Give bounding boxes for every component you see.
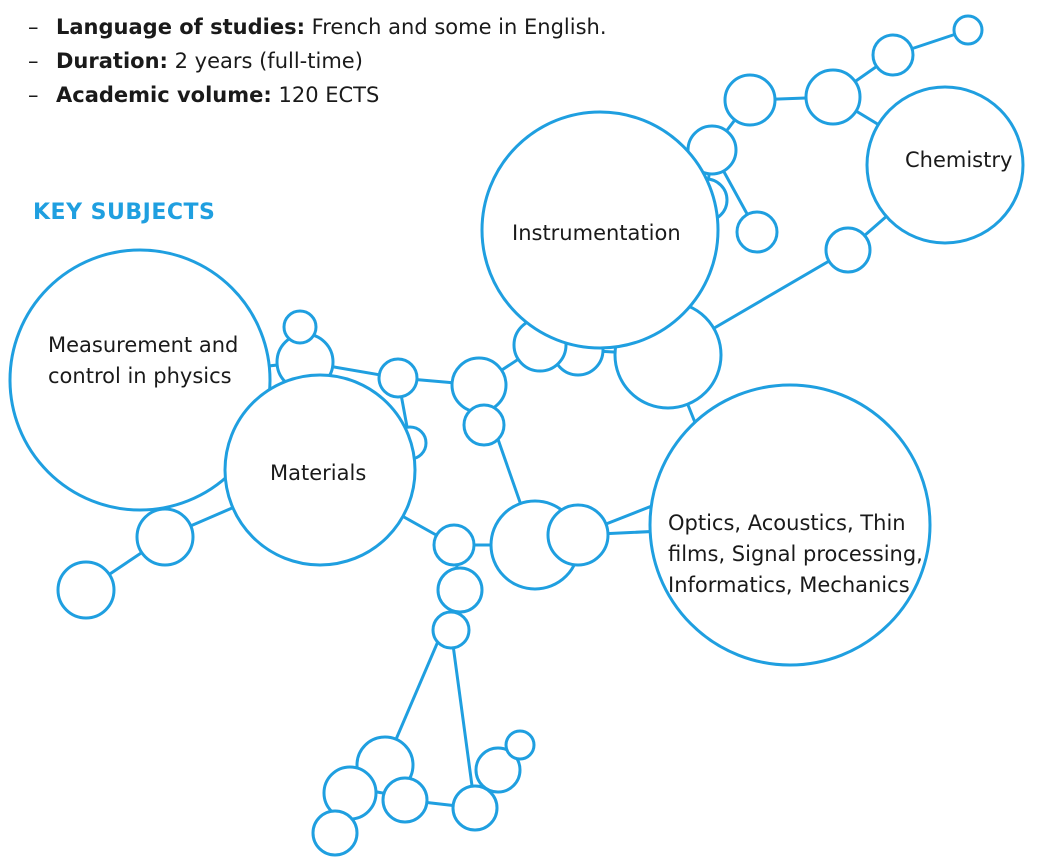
atom-circle: [432, 523, 476, 567]
atom-circle: [824, 226, 872, 274]
atom-circle: [56, 560, 116, 620]
atom-circle: [804, 68, 862, 126]
info-label: Language of studies:: [56, 15, 305, 39]
atom-circle: [952, 14, 984, 46]
atom-circle: [723, 73, 777, 127]
subject-measurement: Measurement and control in physics: [48, 330, 238, 392]
info-label: Academic volume:: [56, 83, 272, 107]
list-dash: –: [28, 49, 39, 73]
atom-circle: [381, 776, 429, 824]
atom-circle: [450, 356, 508, 414]
subject-node-instrumentation: [480, 110, 720, 350]
subject-measurement-line2: control in physics: [48, 364, 232, 388]
atom-circle: [504, 729, 536, 761]
bond-line: [449, 628, 477, 810]
info-value: 120 ECTS: [278, 83, 380, 107]
atom-circle: [871, 33, 915, 77]
info-item-language: –Language of studies: French and some in…: [28, 10, 607, 44]
subject-chemistry: Chemistry: [905, 148, 1013, 172]
info-item-duration: –Duration: 2 years (full-time): [28, 44, 607, 78]
section-heading: KEY SUBJECTS: [33, 200, 216, 225]
atom-circle: [135, 507, 195, 567]
subject-optics-line1: Optics, Acoustics, Thin: [668, 511, 906, 535]
subject-node-optics: [648, 383, 932, 667]
atom-circle: [735, 210, 779, 254]
info-label: Duration:: [56, 49, 168, 73]
subject-measurement-line1: Measurement and: [48, 333, 239, 357]
atom-circle: [431, 610, 471, 650]
atom-circle: [377, 357, 419, 399]
list-dash: –: [28, 83, 39, 107]
program-info-list: –Language of studies: French and some in…: [28, 10, 607, 112]
subject-materials: Materials: [270, 461, 367, 485]
subject-instrumentation: Instrumentation: [512, 221, 681, 245]
info-value: French and some in English.: [311, 15, 607, 39]
list-dash: –: [28, 15, 39, 39]
atom-circle: [311, 809, 359, 857]
subject-optics-line3: Informatics, Mechanics: [668, 573, 910, 597]
atom-circle: [451, 784, 499, 832]
subject-node-materials: [223, 373, 417, 567]
atom-circle: [462, 403, 506, 447]
subject-node-chemistry: [865, 85, 1025, 245]
atom-circle: [436, 566, 484, 614]
info-value: 2 years (full-time): [174, 49, 363, 73]
atom-circle: [546, 503, 610, 567]
subject-node-measurement: [8, 248, 272, 512]
atom-circle: [474, 746, 522, 794]
subject-optics: Optics, Acoustics, Thin films, Signal pr…: [668, 508, 923, 601]
info-item-volume: –Academic volume: 120 ECTS: [28, 78, 607, 112]
atom-circle: [282, 309, 318, 345]
subject-optics-line2: films, Signal processing,: [668, 542, 923, 566]
